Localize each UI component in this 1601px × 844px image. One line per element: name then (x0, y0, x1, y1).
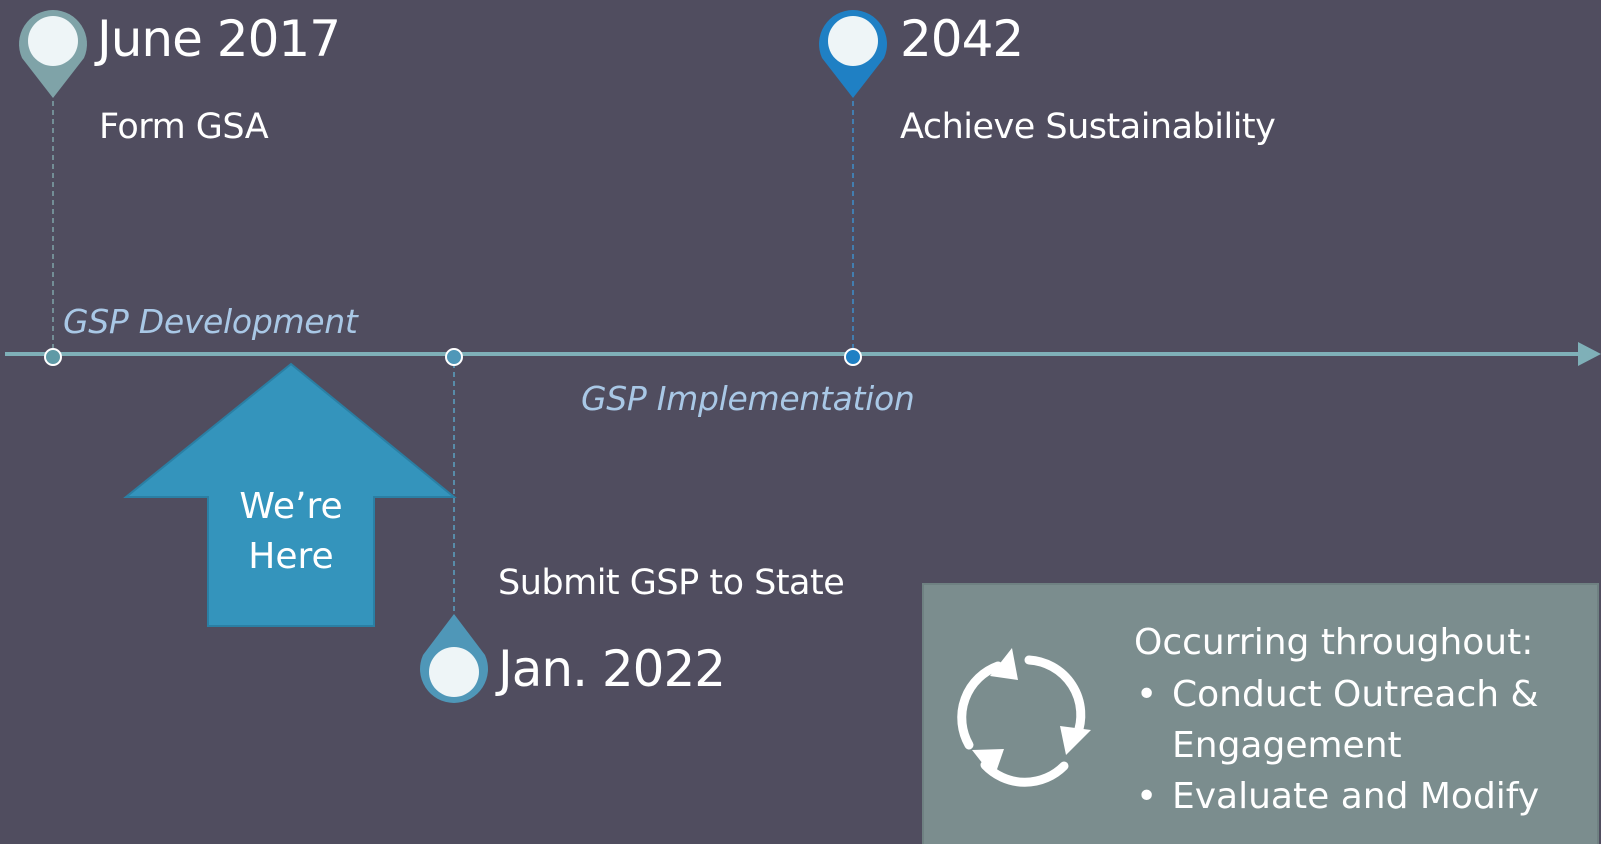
timeline-dot-jan-2022 (445, 348, 463, 366)
timeline-dot-2042 (844, 348, 862, 366)
phase-label-implementation: GSP Implementation (581, 379, 915, 418)
map-pin-icon-jan-2022 (420, 614, 488, 703)
timeline-dot-june-2017 (44, 348, 62, 366)
ongoing-list: Conduct Outreach & Engagement Evaluate a… (1134, 669, 1542, 822)
phase-label-development: GSP Development (63, 302, 358, 341)
map-pin-icon-2042 (819, 10, 887, 99)
timeline-arrowhead (1578, 342, 1601, 366)
milestone-date-june-2017: June 2017 (97, 10, 341, 68)
we-are-here-line1: We’re (239, 486, 343, 527)
milestone-description-2042: Achieve Sustainability (900, 107, 1276, 147)
map-pin-icon-june-2017 (19, 10, 87, 98)
ongoing-item-outreach: Conduct Outreach & Engagement (1134, 669, 1542, 771)
cycle-arrows-icon (957, 648, 1091, 787)
we-are-here-label: We’re Here (191, 482, 391, 582)
milestone-description-june-2017: Form GSA (99, 107, 269, 147)
milestone-date-2042: 2042 (900, 10, 1024, 68)
milestone-description-jan-2022: Submit GSP to State (498, 563, 845, 603)
we-are-here-line2: Here (248, 536, 334, 577)
ongoing-heading: Occurring throughout: (1134, 622, 1534, 663)
milestone-date-jan-2022: Jan. 2022 (498, 640, 726, 698)
ongoing-activities-box: Occurring throughout: Conduct Outreach &… (922, 583, 1599, 844)
ongoing-item-evaluate: Evaluate and Modify (1134, 771, 1542, 822)
we-are-here-arrow (123, 362, 457, 627)
